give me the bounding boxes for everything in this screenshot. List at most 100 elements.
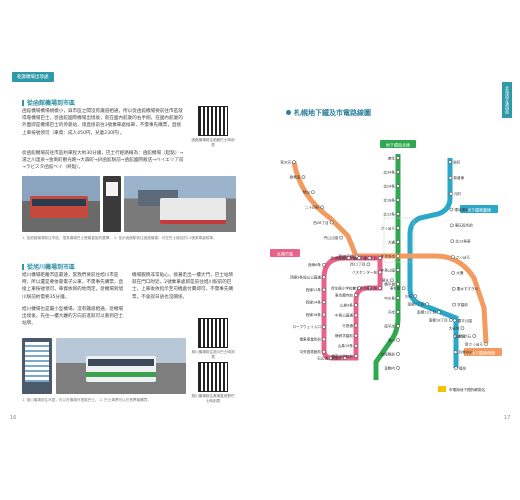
station-marker [367, 256, 372, 260]
page-number-right: 17 [504, 415, 511, 421]
station-label: 電車事業所前 [299, 337, 321, 342]
station-label: 南郷18丁目 [429, 317, 448, 322]
station-marker [413, 294, 418, 299]
station-label: 円山公園 [324, 235, 339, 240]
station-label: 資生館小学校前 [331, 285, 357, 290]
qr-asahikawa-biei[interactable]: 旭川機場前往美瑛富良野巴士時刻表 [190, 362, 236, 404]
station-marker [329, 220, 334, 225]
streetcar-line [321, 255, 383, 361]
station-marker [322, 349, 326, 354]
station-marker [452, 318, 457, 323]
station-marker [401, 286, 406, 291]
toho-stations: 栄町新道東元町環状通東東区役所前北13条東さっぽろ大通豊水すすきの学園前豊平公園… [448, 159, 479, 370]
station-label: ひばりが丘 [453, 333, 471, 338]
photo-ticket-machine [22, 338, 52, 394]
station-label: 北12条 [383, 211, 395, 216]
station-marker [378, 286, 382, 290]
station-marker [449, 191, 453, 196]
station-marker [343, 356, 347, 360]
station-label: 中島公園 [381, 267, 396, 272]
station-marker [396, 240, 400, 244]
station-marker [354, 354, 358, 358]
station-label: 福住 [459, 365, 467, 370]
station-marker [396, 296, 400, 300]
station-label: 北24条 [383, 183, 395, 188]
station-label: 北34条 [383, 169, 395, 174]
photo-airport-bus [22, 176, 100, 232]
toho-line [407, 158, 459, 368]
station-marker [396, 352, 400, 356]
section-chip: 乾貨機場出境處 [12, 72, 54, 82]
station-marker [396, 268, 400, 272]
station-label: 狸小路 [366, 285, 377, 290]
station-label: 南平岸 [384, 323, 395, 328]
station-label: 美園 [458, 334, 466, 339]
station-label: 栄町 [453, 159, 461, 164]
station-label: さっぽろ [381, 225, 396, 230]
station-label: さっぽろ [456, 254, 471, 259]
tozai-label: 地下鐵東西線 [471, 350, 495, 356]
station-marker [354, 303, 358, 308]
station-marker [354, 343, 358, 348]
station-label: 中央図書館前 [299, 349, 321, 354]
station-marker [396, 324, 400, 328]
station-marker [346, 256, 351, 260]
station-label: 中央区役所前 [335, 255, 357, 260]
namboku-line [373, 154, 401, 380]
station-label: 澄川 [388, 337, 396, 342]
station-label: 新さっぽろ [465, 341, 483, 346]
station-label: 学園前 [457, 302, 468, 307]
qr-asahikawa[interactable]: 旭川機場前往旭川巴士時刻表 [190, 318, 236, 360]
station-marker [396, 254, 400, 258]
station-label: 豊水すすきの [457, 286, 479, 291]
legend-text: 市電與地下鐵的轉乘站 [449, 387, 485, 392]
station-marker [354, 293, 358, 297]
station-label: 東屋町 [331, 355, 342, 360]
station-marker [322, 312, 326, 317]
station-label: すすきの [381, 253, 396, 258]
station-marker [322, 275, 326, 280]
station-marker [329, 356, 333, 360]
station-marker [449, 223, 454, 228]
station-label: 麻生 [388, 155, 396, 160]
station-marker [378, 270, 382, 275]
left-page: 乾貨機場出境處 從函館機場到市區 函館機場機場規模小，與市區之間沒有鐵道相通，所… [0, 0, 260, 500]
photo-bus-sign [103, 176, 121, 232]
namboku-stations: 麻生北34条北24条北18条北12条さっぽろ大通すすきの中島公園幌平橋中の島平岸… [381, 155, 400, 370]
paragraph-asahikawa-2: 旭川機場也是屬小型機場，沒有鐵道相通，從機場出境後，先往一樓大廳的方向前進就可以… [22, 307, 124, 327]
station-marker [354, 254, 359, 259]
station-marker [396, 198, 400, 202]
station-marker [396, 212, 400, 216]
tozai-stations: 宮の沢発寒南琴似二十四軒西28丁目円山公園西18丁目西11丁目バスセンター前菊水… [280, 159, 488, 346]
station-marker [437, 310, 441, 314]
station-marker [454, 366, 458, 370]
qr-code-icon [198, 318, 228, 348]
station-marker [396, 170, 400, 174]
station-label: 白石 [405, 294, 413, 299]
station-label: 発寒南 [290, 174, 301, 179]
station-marker [322, 262, 326, 267]
station-label: 南郷13丁目 [417, 309, 436, 314]
side-tab[interactable]: 北海道交通指南 [502, 82, 512, 118]
station-label: 中の島 [384, 295, 395, 300]
station-marker [448, 160, 452, 164]
station-label: 月寒中央 [459, 349, 474, 354]
photo-caption-1: 1. 從函館機場前往市區，搭乘機場巴士是最直接的選擇。 2. 從JR函館駅前往函… [22, 236, 217, 240]
station-label: 幌南小学校前 [331, 353, 353, 358]
page-number-left: 16 [10, 415, 17, 421]
section-title-hakodate: 從函館機場到市區 [22, 98, 75, 107]
qr-code-icon [198, 106, 228, 136]
photo-asahikawa-bus [56, 338, 186, 394]
paragraph-asahikawa-1: 旭川機場距離市區最遠，當我們要前往旭川市區時，所以還是要依靠電子公車，不需事先購… [22, 273, 124, 300]
station-label: 真駒内 [384, 365, 395, 370]
station-label: 中島公園通 [335, 313, 353, 318]
station-marker [301, 175, 306, 179]
station-label: 西28丁目 [313, 220, 328, 225]
station-marker [354, 333, 358, 338]
streetcar-stations: 西4丁目西8丁目中央区役所前西15丁目西線6条西線9条旭山公園通西線11条西線1… [290, 255, 382, 360]
station-marker [396, 282, 400, 286]
station-marker [292, 160, 296, 164]
station-marker [472, 334, 477, 338]
station-label: ロープウェイ入口 [292, 324, 321, 329]
qr-hakodate[interactable]: 函館機場前往函館巴士時刻表 [191, 106, 235, 148]
